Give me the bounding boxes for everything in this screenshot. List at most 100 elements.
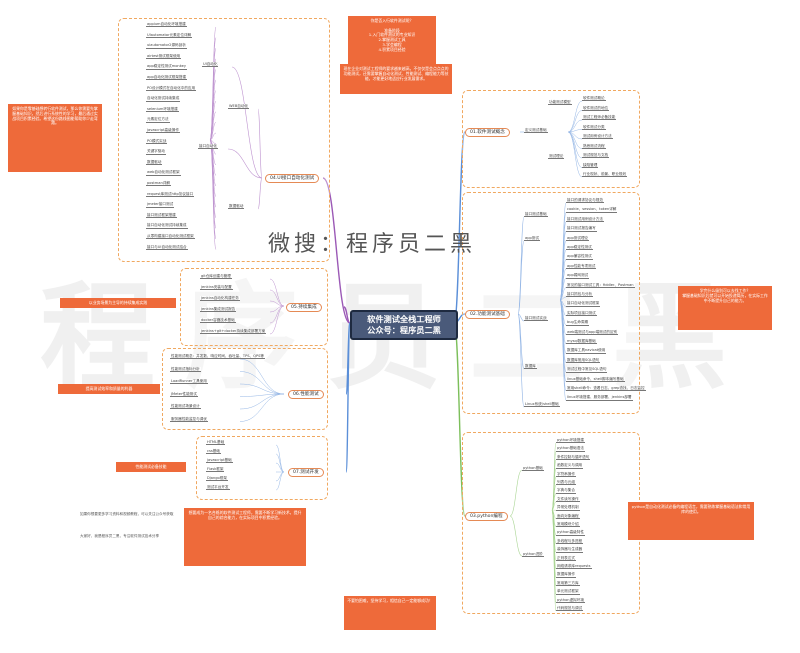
b02-leaf[interactable]: app测试理论 [566, 235, 590, 241]
b03-leaf[interactable]: 网络请求库requests [556, 564, 592, 570]
b06-leaf[interactable]: 性能测试概念：并发数、响应时间、吞吐量、TPS、QPS等 [170, 354, 265, 360]
b04-leaf[interactable]: uiautomator2源码剖析 [146, 43, 187, 49]
b03-leaf[interactable]: 字符串操作 [556, 471, 576, 477]
central-topic[interactable]: 软件测试全栈工程师 公众号：程序员二黑 [350, 310, 458, 340]
b01-leaf[interactable]: 软件测试的地位 [582, 105, 610, 111]
b02-node-sub[interactable]: Linux系统/shell基础 [524, 402, 560, 408]
b02-leaf[interactable]: app稳定性测试 [566, 245, 593, 251]
b02-leaf[interactable]: cookie、session、token详解 [566, 207, 618, 213]
b03-leaf[interactable]: 单元测试框架 [556, 589, 580, 595]
b02-node-sub[interactable]: 数据库 [524, 364, 537, 370]
b04-leaf[interactable]: 接口测试框架搭建 [146, 212, 177, 219]
b04-leaf[interactable]: PO模式实战 [146, 138, 168, 144]
b03-leaf[interactable]: 面向对象编程 [556, 513, 580, 519]
b02-leaf[interactable]: 接口测试用例设计方法 [566, 216, 604, 223]
branch-02-functional[interactable]: 02.功能测试基础 [465, 310, 510, 320]
branch-05-ci[interactable]: 05.持续集成 [286, 303, 322, 313]
b04-leaf[interactable]: airtest测试框架使用 [146, 53, 182, 60]
b03-leaf[interactable]: 异常处理机制 [556, 505, 580, 511]
b04-leaf[interactable]: 数据驱动 [146, 159, 163, 166]
b02-leaf[interactable]: app性能专项测试 [566, 263, 597, 270]
b03-leaf[interactable]: 装饰器与生成器 [556, 547, 584, 553]
b07-leaf[interactable]: javascript基础 [206, 458, 233, 464]
b04-leaf[interactable]: selenium环境搭建 [146, 106, 179, 113]
b01-leaf[interactable]: 测试工程师必备技能 [582, 115, 617, 121]
b01-leaf[interactable]: 软件测试分类 [582, 124, 606, 130]
b03-leaf[interactable]: 常用第三方库 [556, 580, 580, 587]
b03-leaf[interactable]: 函数定义与调用 [556, 463, 584, 469]
b05-leaf[interactable]: docker容器技术基础 [200, 318, 236, 324]
b03-leaf[interactable]: 字典与集合 [556, 488, 576, 494]
b02-leaf[interactable]: 接口测试报告编写 [566, 226, 597, 232]
b04-node-sub[interactable]: 数据驱动 [228, 204, 245, 210]
b07-leaf[interactable]: css基础 [206, 449, 221, 455]
branch-01-concept[interactable]: 01.软件测试概念 [465, 128, 510, 138]
b01-leaf[interactable]: 测试规范与文档 [582, 153, 610, 159]
b02-node-sub[interactable]: 接口测试实战 [524, 316, 548, 322]
b02-leaf[interactable]: 常用shell命令：查看日志、grep查找、日志监控 [566, 386, 646, 392]
branch-07-test-dev[interactable]: 07.测试开发 [288, 468, 324, 478]
b06-leaf[interactable]: 性能测试场景设计 [170, 404, 201, 410]
b02-leaf[interactable]: 数据库常用SQL语句 [566, 357, 601, 364]
b02-leaf[interactable]: linux基础命令、shell脚本编写基础 [566, 376, 625, 382]
b03-leaf[interactable]: 代码规范与调试 [556, 606, 584, 612]
b02-leaf[interactable]: 实际项目接口测试 [566, 310, 597, 317]
b04-leaf[interactable]: request库测试http协议接口 [146, 191, 195, 197]
b07-leaf[interactable]: Flask框架 [206, 467, 225, 473]
branch-04-ui-api-automation[interactable]: 04.UI接口自动化测试 [265, 174, 320, 184]
b02-leaf[interactable]: 接口自动化测试框架 [566, 301, 601, 307]
b03-leaf[interactable]: 条件控制与循环语句 [556, 454, 591, 461]
b04-node-sub[interactable]: WEB自动化 [228, 104, 250, 110]
b02-node-sub[interactable]: 接口测试基础 [524, 212, 548, 218]
b03-leaf[interactable]: 文件读写操作 [556, 496, 580, 503]
b02-leaf[interactable]: 接口抓包与分析 [566, 292, 594, 298]
b03-leaf[interactable]: python高级特性 [556, 530, 585, 536]
b01-leaf[interactable]: 软件测试概论 [582, 96, 606, 102]
b04-leaf[interactable]: 从零构建接口自动化测试框架 [146, 234, 195, 240]
b01-leaf[interactable]: 测试用例设计方法 [582, 134, 613, 140]
b05-leaf[interactable]: jenkins+git+docker持续集成部署方案 [200, 329, 267, 335]
b03-leaf[interactable]: 正则表达式 [556, 555, 576, 561]
b05-leaf[interactable]: jenkins自动化构建任务 [200, 296, 240, 302]
b03-leaf[interactable]: 列表与元组 [556, 480, 576, 486]
b03-leaf[interactable]: 多线程与多进程 [556, 538, 584, 545]
branch-03-python[interactable]: 03.python编程 [465, 512, 508, 522]
b02-leaf[interactable]: 数据库工具navicat使用 [566, 348, 607, 354]
b04-leaf[interactable]: 自动化测试持续集成 [146, 96, 181, 102]
b04-leaf[interactable]: app自动化测试框架搭建 [146, 75, 188, 81]
b06-leaf[interactable]: 服务器性能监控与调优 [170, 416, 208, 422]
b04-leaf[interactable]: 关键字驱动 [146, 149, 166, 155]
b01-node-define[interactable]: 定义测试基础 [524, 128, 548, 134]
b04-node-sub[interactable]: UI自动化 [202, 62, 219, 68]
b04-leaf[interactable]: web自动化测试框架 [146, 170, 181, 176]
b04-node-sub[interactable]: 接口自动化 [198, 144, 218, 150]
b02-leaf[interactable]: app兼容性测试 [566, 254, 593, 260]
b07-leaf[interactable]: 测试平台开发 [206, 485, 230, 491]
b01-leaf[interactable]: 熟悉测试流程 [582, 143, 606, 149]
b07-leaf[interactable]: HTML基础 [206, 440, 226, 446]
b04-leaf[interactable]: app稳定性测试monkey [146, 64, 188, 70]
b06-leaf[interactable]: 性能测试指标分析 [170, 366, 201, 372]
b05-leaf[interactable]: git仓库创建与管理 [200, 274, 232, 280]
branch-06-performance[interactable]: 06.性能测试 [288, 390, 324, 400]
b03-node-basic[interactable]: python基础 [522, 466, 544, 472]
b07-leaf[interactable]: Django框架 [206, 476, 228, 482]
b04-leaf[interactable]: appium自动化环境搭建 [146, 22, 187, 28]
b04-leaf[interactable]: 元素定位方法 [146, 117, 170, 123]
b06-leaf[interactable]: LoadRunner工具使用 [170, 379, 208, 385]
b03-leaf[interactable]: python虚拟环境 [556, 597, 585, 603]
b04-leaf[interactable]: 接口自动化测试持续集成 [146, 223, 188, 229]
b04-leaf[interactable]: UIautomator元素定位详解 [146, 32, 193, 38]
b01-leaf[interactable]: 缺陷管理 [582, 162, 599, 168]
b03-node-advanced[interactable]: python进阶 [522, 552, 544, 558]
b04-leaf[interactable]: 接口与UI自动化测试结合 [146, 244, 188, 250]
b02-node-sub[interactable]: app测试 [524, 236, 540, 242]
b03-leaf[interactable]: 数据库操作 [556, 572, 576, 578]
b04-leaf[interactable]: javascript高级操作 [146, 128, 180, 134]
b01-leaf[interactable]: 行业现状、前景、职业规划 [582, 172, 628, 178]
b02-leaf[interactable]: 测试过程中常见SQL语句 [566, 367, 608, 373]
b05-leaf[interactable]: jenkins安装与配置 [200, 285, 233, 291]
b04-leaf[interactable]: jmeter接口测试 [146, 202, 175, 208]
b03-leaf[interactable]: python环境搭建 [556, 438, 585, 444]
b05-leaf[interactable]: jenkins集成测试报告 [200, 307, 237, 313]
